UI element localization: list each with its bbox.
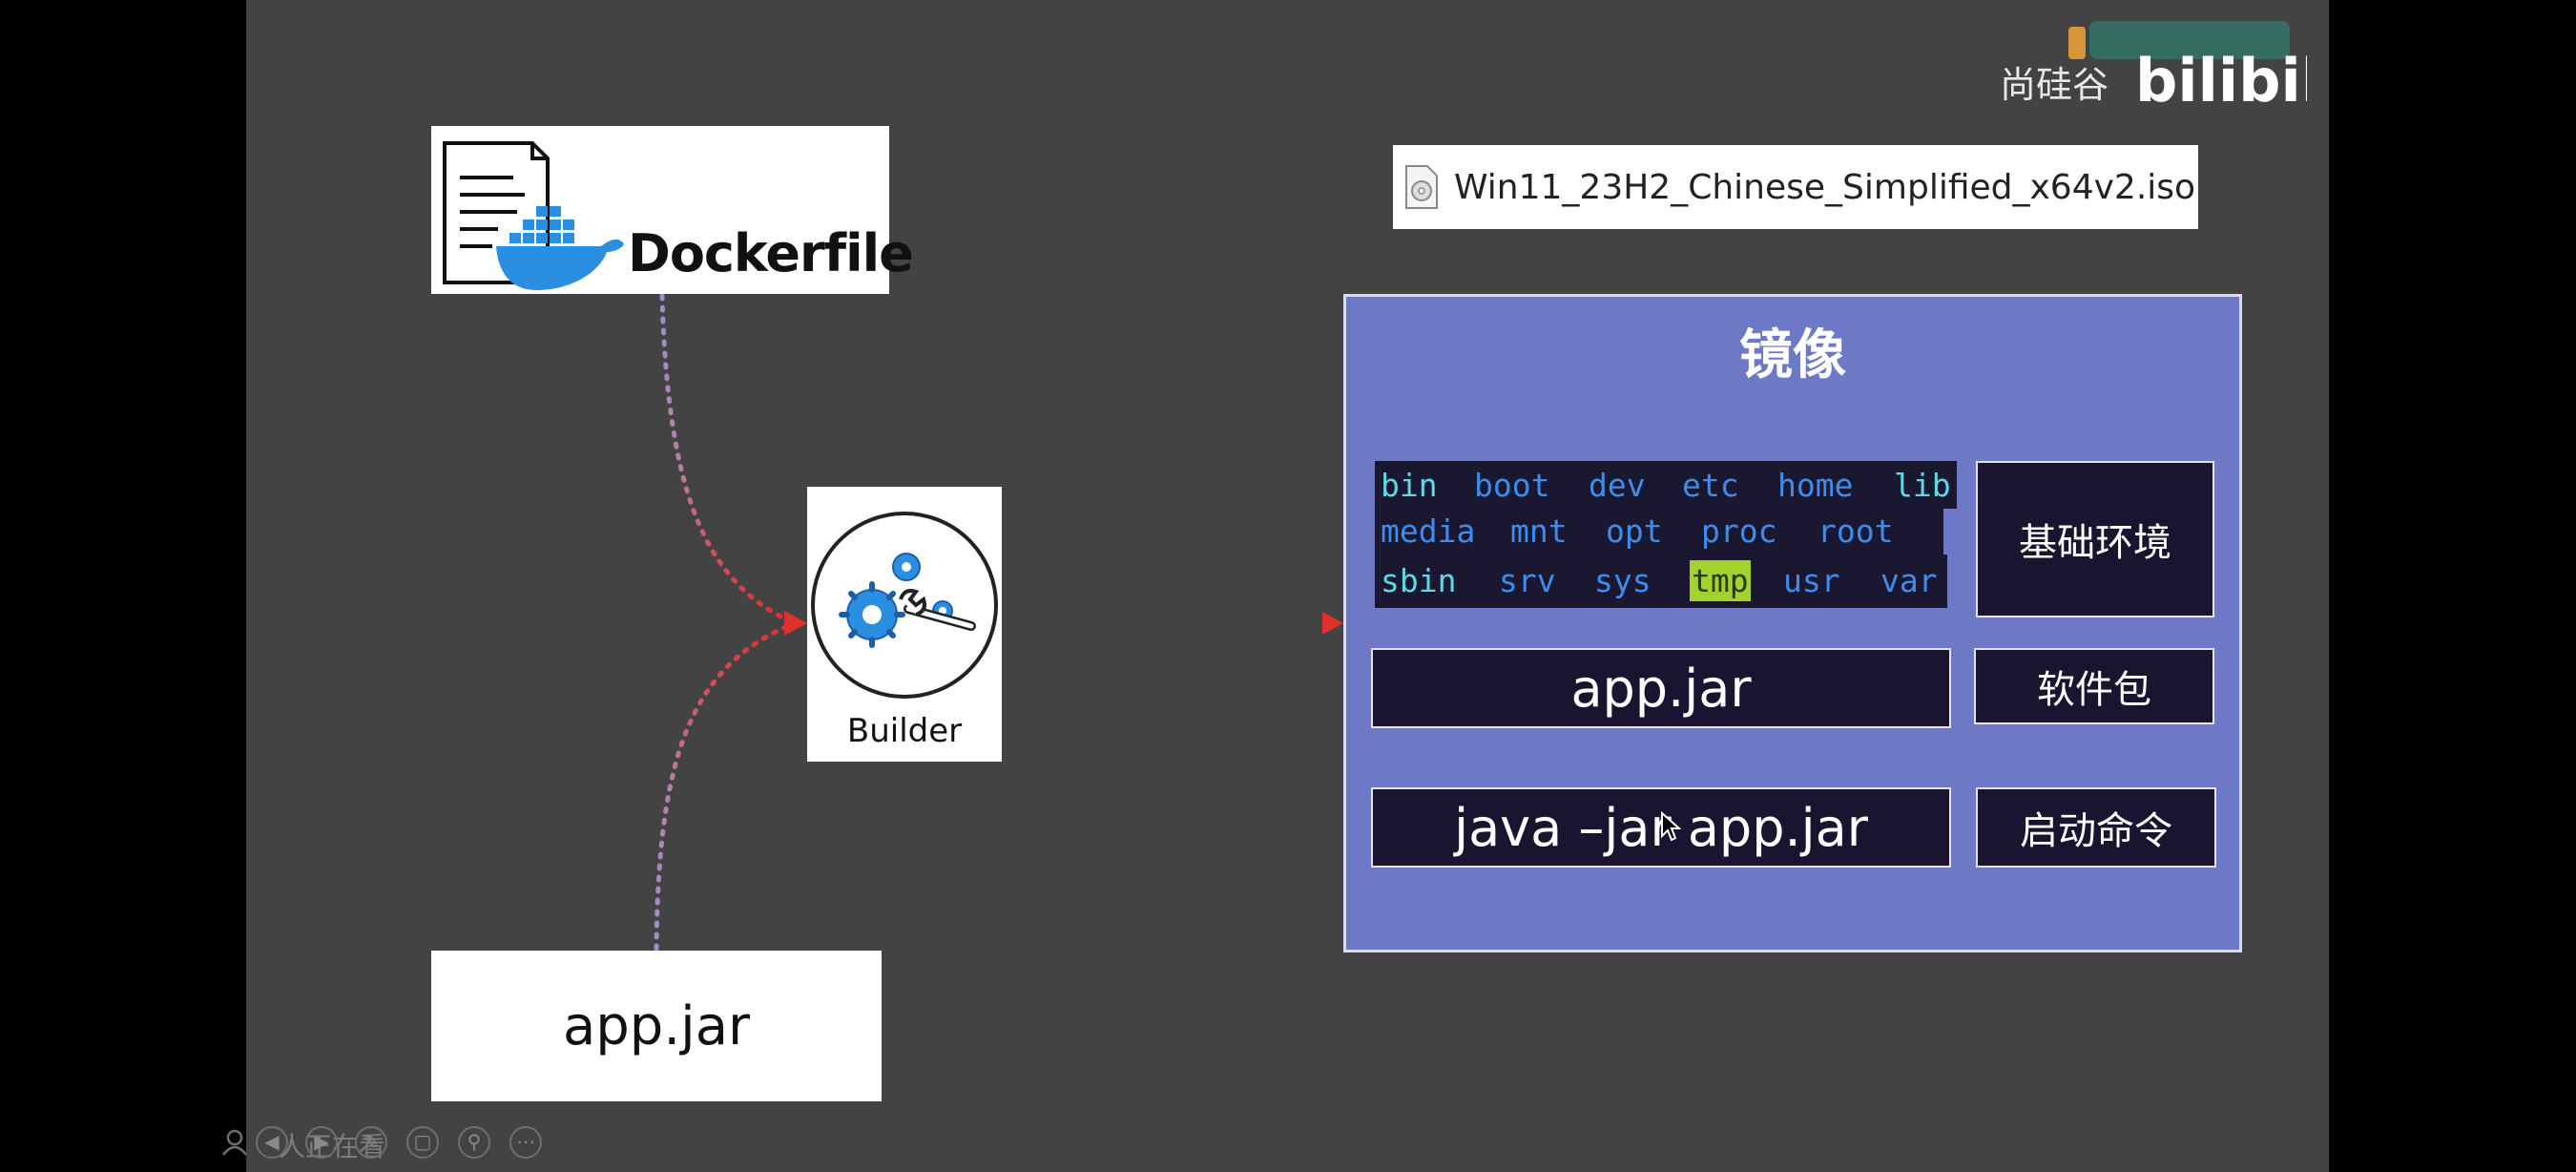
watermark-brand: 尚硅谷 (2000, 64, 2109, 106)
prev-icon[interactable]: ◀ (256, 1126, 288, 1159)
draw-icon[interactable]: ✎ (355, 1126, 387, 1159)
dir-row-1: bin boot dev etc home lib (1375, 461, 1957, 509)
gears-wrench-icon (811, 512, 998, 699)
base-env-label: 基础环境 (1976, 461, 2214, 617)
dir-item: dev (1589, 467, 1646, 504)
arrow-dockerfile-to-builder (659, 293, 795, 625)
dockerfile-card: Dockerfile (431, 126, 914, 294)
disc-file-icon (1405, 165, 1438, 209)
start-cmd-label: 启动命令 (1976, 787, 2216, 868)
slides-icon[interactable]: ▢ (406, 1126, 439, 1159)
dir-item: bin (1381, 467, 1438, 504)
dir-item: var (1880, 562, 1938, 599)
dir-item: media (1381, 513, 1476, 550)
dir-item: opt (1606, 513, 1663, 550)
image-container: 镜像 bin boot dev etc home lib media mnt o… (1343, 294, 2242, 952)
presentation-toolbar: ◀ 人正在看 ▶ ✎ ▢ ⚲ ⋯ (221, 1122, 565, 1166)
dir-item: home (1777, 467, 1854, 504)
mouse-cursor-icon (1661, 811, 1681, 842)
dir-row-2: media mnt opt proc root (1375, 507, 1943, 555)
linux-root-directories: bin boot dev etc home lib media mnt opt … (1375, 461, 1957, 614)
source-appjar-card: app.jar (431, 951, 882, 1101)
next-icon[interactable]: ▶ (305, 1126, 338, 1159)
dir-row-3: sbin srv sys tmp usr var (1375, 555, 1947, 608)
bilibili-logo-text: bilibili (2135, 46, 2307, 109)
builder-card: Builder (807, 487, 1002, 762)
docker-whale-document-icon (443, 141, 624, 290)
dir-item: usr (1783, 562, 1840, 599)
image-title: 镜像 (1739, 324, 1846, 387)
source-appjar-label: app.jar (562, 994, 751, 1057)
builder-label: Builder (846, 712, 963, 750)
dir-item-highlighted: tmp (1690, 560, 1751, 601)
dir-item: proc (1701, 513, 1777, 550)
zoom-icon[interactable]: ⚲ (458, 1126, 490, 1159)
dir-item: sbin (1381, 562, 1457, 599)
dir-item: root (1818, 513, 1894, 550)
arrowhead-image (1322, 612, 1343, 635)
dir-item: srv (1499, 562, 1556, 599)
package-label: 软件包 (1974, 648, 2214, 724)
more-icon[interactable]: ⋯ (509, 1126, 542, 1159)
layer-start-command: java –jar app.jar (1371, 787, 1951, 868)
iso-filename: Win11_23H2_Chinese_Simplified_x64v2.iso (1454, 167, 2196, 207)
layer-appjar: app.jar (1371, 648, 1951, 728)
iso-file-label: Win11_23H2_Chinese_Simplified_x64v2.iso (1393, 145, 2198, 229)
dir-item: etc (1682, 467, 1739, 504)
bilibili-logo-icon: bilibili (2068, 21, 2307, 109)
arrow-appjar-to-builder (654, 621, 795, 952)
dir-item: mnt (1510, 513, 1568, 550)
dir-item: boot (1474, 467, 1550, 504)
dockerfile-label: Dockerfile (628, 223, 914, 283)
arrowhead-builder (784, 611, 807, 636)
viewer-icon (222, 1129, 247, 1156)
dir-item: sys (1594, 562, 1652, 599)
dir-item: lib (1894, 467, 1951, 504)
